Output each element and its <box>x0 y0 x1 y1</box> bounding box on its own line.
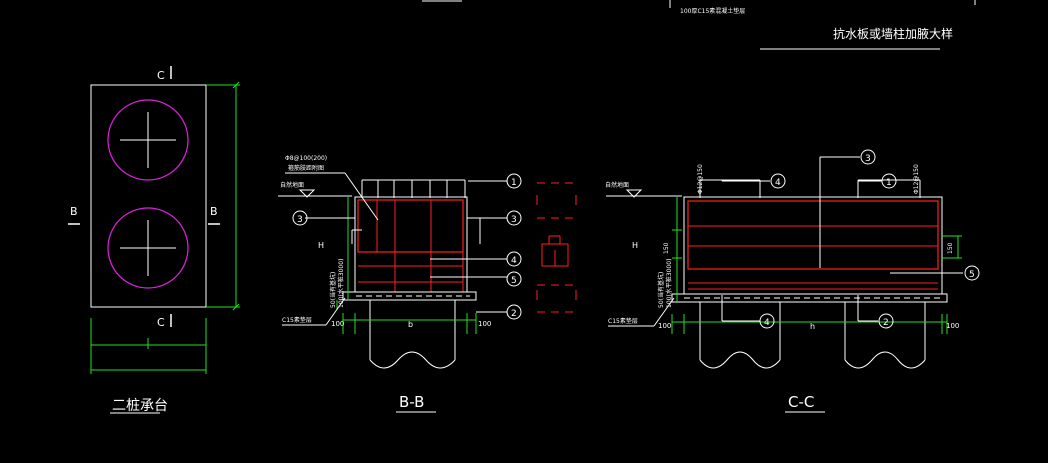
dim-100-cc-right: 100 <box>946 322 959 330</box>
svg-text:4: 4 <box>775 178 781 188</box>
callout-1-bb: 1 <box>506 173 522 189</box>
bedding-label-bb: C15素垫层 <box>282 316 312 324</box>
svg-text:3: 3 <box>511 215 517 225</box>
pile-circle-top <box>107 99 189 181</box>
soil-level-label-cc: 自然地面 <box>605 181 629 189</box>
dim-100-bb-right: 100 <box>478 320 491 328</box>
cover-note-cc: 50(当有基坑) <box>657 272 665 308</box>
stirrup-cage <box>357 199 464 253</box>
pile-cap-plan: C C B B 二桩承台 <box>68 66 240 414</box>
dim-100-bb-left: 100 <box>331 320 344 328</box>
dim-150-cc-right: 150 <box>947 242 954 254</box>
callout-2-bb: 2 <box>506 304 522 320</box>
soil-level-label-bb: 自然地面 <box>280 181 304 189</box>
bedding-label-cc: C15素垫层 <box>608 317 638 325</box>
dim-100-cc-left: 100 <box>658 322 671 330</box>
section-bb: 自然地面 Φ8@100(200) 箍筋肢距附图 H 50(当有基坑) 100(水… <box>278 155 577 413</box>
callout-1-cc: 1 <box>881 173 897 189</box>
view-title-pile-cap: 二桩承台 <box>112 397 168 414</box>
callout-5-bb: 5 <box>506 271 522 287</box>
section-mark-b-left: B <box>70 205 78 218</box>
svg-text:5: 5 <box>511 276 517 286</box>
callout-3-bb-left: 3 <box>292 210 308 226</box>
view-title-bb: B-B <box>399 393 424 411</box>
callout-4-cc-top: 4 <box>770 173 786 189</box>
section-mark-b-right: B <box>210 205 218 218</box>
stirrup-note-bb: Φ8@100(200) <box>285 155 327 162</box>
main-title: 抗水板或墙柱加腋大样 <box>833 26 953 41</box>
callout-2-cc: 2 <box>878 313 894 329</box>
stirrup-detail <box>536 182 577 313</box>
stirrup-note2-bb: 箍筋肢距附图 <box>288 164 324 172</box>
svg-text:3: 3 <box>865 154 871 164</box>
svg-text:3: 3 <box>297 215 303 225</box>
dim-b-bb: b <box>408 320 413 329</box>
svg-text:5: 5 <box>969 270 975 280</box>
height-label-bb: H <box>318 241 324 250</box>
height-label-cc: H <box>632 241 638 250</box>
cover-note-bb: 50(当有基坑) <box>329 272 337 308</box>
callout-3-bb-right: 3 <box>506 210 522 226</box>
main-bar-cage <box>687 200 939 270</box>
callout-4-cc-bottom: 4 <box>759 313 775 329</box>
cover-note2-cc: 100(水平桩3000) <box>665 259 673 308</box>
section-mark-c-top: C <box>157 69 165 82</box>
title-area: 100厚C15素混凝土垫层 抗水板或墙柱加腋大样 <box>422 0 976 50</box>
section-mark-c-bottom: C <box>157 316 165 329</box>
callout-3-cc: 3 <box>860 149 876 165</box>
svg-text:2: 2 <box>883 318 889 328</box>
dim-150-cc-left: 150 <box>663 242 670 254</box>
callout-4-bb: 4 <box>506 251 522 267</box>
dim-h-cc: h <box>810 322 815 331</box>
pile-circle-bottom <box>107 207 189 289</box>
bar-spec-right: Φ12@150 <box>913 164 920 194</box>
svg-text:4: 4 <box>764 318 770 328</box>
svg-text:1: 1 <box>511 178 517 188</box>
cover-note2-bb: 100(水平桩3000) <box>337 259 345 308</box>
svg-text:2: 2 <box>511 309 517 319</box>
top-note-text: 100厚C15素混凝土垫层 <box>680 7 745 15</box>
svg-text:1: 1 <box>886 178 892 188</box>
svg-text:4: 4 <box>511 256 517 266</box>
bar-spec-left: Φ12@150 <box>697 164 704 194</box>
section-cc: 自然地面 Φ12@150 Φ12@150 H 150 150 50(当有基坑) … <box>605 149 980 413</box>
view-title-cc: C-C <box>788 393 814 411</box>
callout-5-cc: 5 <box>964 265 980 281</box>
